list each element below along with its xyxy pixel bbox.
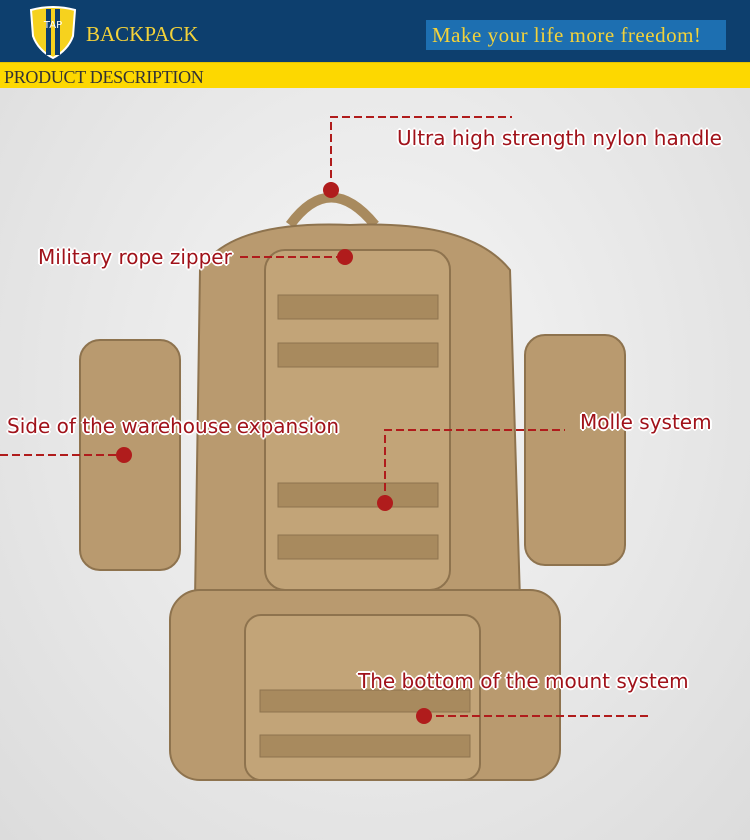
callout-dot [337,249,353,265]
backpack-illustration [0,116,652,781]
tap-shield-logo: TAP [29,6,77,60]
section-band: PRODUCT DESCRIPTION [0,62,750,88]
callout-molle: Molle system [580,410,712,434]
callout-bottom-mount: The bottom of the mount system [358,669,689,693]
callout-side-expansion: Side of the warehouse expansion [7,414,340,438]
callout-dot [377,495,393,511]
slogan: Make your life more freedom! [426,20,726,50]
callout-dot [416,708,432,724]
svg-text:TAP: TAP [43,20,62,31]
callout-zipper: Military rope zipper [38,245,232,269]
section-title: PRODUCT DESCRIPTION [4,67,204,87]
product-photo [0,88,750,840]
callout-dot [323,182,339,198]
brand-name: BACKPACK [86,22,199,46]
callout-dot [116,447,132,463]
callout-handle: Ultra high strength nylon handle [397,126,722,150]
header-banner: TAP BACKPACK Make your life more freedom… [0,0,750,62]
